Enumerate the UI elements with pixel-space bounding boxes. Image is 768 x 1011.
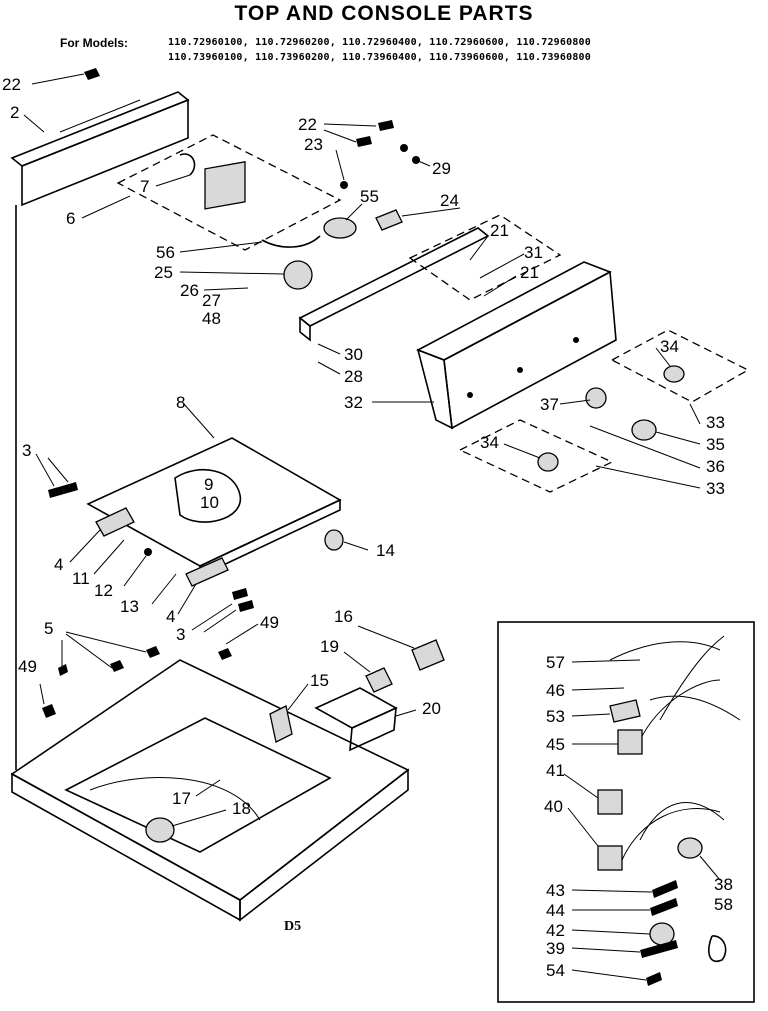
console-controls-part: [261, 209, 403, 290]
wiring-harness-inset: [497, 621, 755, 1003]
page-code: D5: [284, 919, 301, 934]
callout-57: 57: [546, 653, 565, 672]
cabinet-top-part: [10, 646, 410, 922]
callout-labels: 22 2 6 7 22 23 29 55 24 56 25 26 27 48 2…: [2, 75, 733, 980]
leader-lines: [23, 73, 721, 981]
lid-switch-parts: [269, 639, 445, 752]
callout-22: 22: [2, 75, 21, 94]
control-box-part: [116, 134, 342, 251]
callout-4: 4: [166, 607, 175, 626]
models-list-line-1: 110.72960100, 110.72960200, 110.72960400…: [168, 37, 591, 48]
callout-43: 43: [546, 881, 565, 900]
callout-30: 30: [344, 345, 363, 364]
callout-32: 32: [344, 393, 363, 412]
callout-8: 8: [176, 393, 185, 412]
callout-6: 6: [66, 209, 75, 228]
callout-7: 7: [140, 177, 149, 196]
callout-34: 34: [480, 433, 499, 452]
callout-31: 31: [524, 243, 543, 262]
callout-20: 20: [422, 699, 441, 718]
callout-53: 53: [546, 707, 565, 726]
callout-15: 15: [310, 671, 329, 690]
callout-35: 35: [706, 435, 725, 454]
page-title: TOP AND CONSOLE PARTS: [234, 2, 534, 25]
callout-54: 54: [546, 961, 565, 980]
callout-55: 55: [360, 187, 379, 206]
callout-41: 41: [546, 761, 565, 780]
callout-58: 58: [714, 895, 733, 914]
callout-49: 49: [260, 613, 279, 632]
callout-13: 13: [120, 597, 139, 616]
callout-46: 46: [546, 681, 565, 700]
callout-10: 10: [200, 493, 219, 512]
callout-45: 45: [546, 735, 565, 754]
callout-39: 39: [546, 939, 565, 958]
callout-17: 17: [172, 789, 191, 808]
models-list-line-2: 110.73960100, 110.73960200, 110.73960400…: [168, 52, 591, 63]
callout-12: 12: [94, 581, 113, 600]
callout-38: 38: [714, 875, 733, 894]
callout-34: 34: [660, 337, 679, 356]
callout-56: 56: [156, 243, 175, 262]
models-label: For Models:: [60, 36, 128, 50]
callout-24: 24: [440, 191, 459, 210]
callout-11: 11: [72, 569, 90, 588]
callout-48: 48: [202, 309, 221, 328]
callout-22: 22: [298, 115, 317, 134]
screws-group: [340, 120, 420, 189]
callout-23: 23: [304, 135, 323, 154]
callout-40: 40: [544, 797, 563, 816]
callout-44: 44: [546, 901, 565, 920]
callout-27: 27: [202, 291, 221, 310]
callout-16: 16: [334, 607, 353, 626]
knob-boxes: [458, 329, 750, 493]
callout-29: 29: [432, 159, 451, 178]
callout-42: 42: [546, 921, 565, 940]
callout-49: 49: [18, 657, 37, 676]
callout-33: 33: [706, 413, 725, 432]
callout-14: 14: [376, 541, 395, 560]
callout-2: 2: [10, 103, 19, 122]
callout-21: 21: [490, 221, 509, 240]
callout-5: 5: [44, 619, 53, 638]
hinge-parts: [48, 482, 254, 612]
callout-9: 9: [204, 475, 213, 494]
callout-36: 36: [706, 457, 725, 476]
callout-26: 26: [180, 281, 199, 300]
callout-3: 3: [22, 441, 31, 460]
callout-21: 21: [520, 263, 539, 282]
callout-37: 37: [540, 395, 559, 414]
callout-18: 18: [232, 799, 251, 818]
callout-28: 28: [344, 367, 363, 386]
console-backsplash-part: [416, 261, 617, 430]
callout-19: 19: [320, 637, 339, 656]
rear-panel-part: [10, 68, 190, 770]
callout-3: 3: [176, 625, 185, 644]
callout-33: 33: [706, 479, 725, 498]
callout-25: 25: [154, 263, 173, 282]
callout-4: 4: [54, 555, 63, 574]
